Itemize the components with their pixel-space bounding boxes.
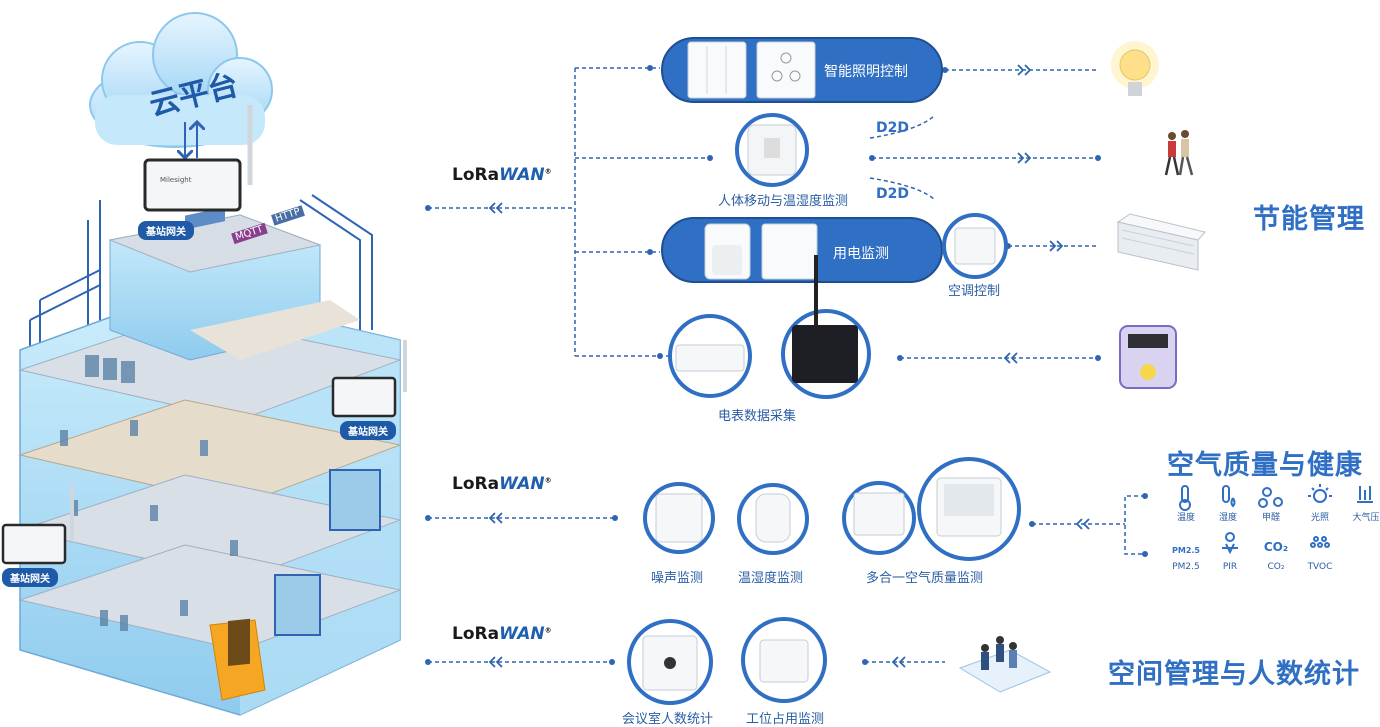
air-label-temperature: 温度	[1176, 513, 1195, 523]
pir-icon	[1222, 532, 1238, 555]
gateway-left-label: 基站网关	[2, 568, 58, 587]
lighting-label: 智能照明控制	[824, 64, 908, 80]
people-group-icon	[958, 636, 1052, 693]
gateway-top-label: 基站网关	[138, 221, 194, 240]
air-label-pm25: PM2.5	[1172, 562, 1200, 572]
gateway-left-icon	[1, 485, 74, 565]
building-illustration: Milesight	[1, 12, 407, 716]
d2d-bottom-label: D2D	[876, 186, 909, 202]
motion-node	[735, 113, 809, 187]
lorawan-logo-space: LoRaWAN®	[452, 624, 552, 644]
air-label-pir: PIR	[1222, 562, 1238, 572]
lorawan-logo-energy: LoRaWAN®	[452, 165, 552, 185]
lightbulb-icon	[1111, 41, 1159, 96]
air-parameter-icons	[1179, 484, 1373, 555]
formaldehyde-icon	[1258, 487, 1283, 508]
air-label-co2: CO₂	[1267, 562, 1285, 572]
lighting-node	[661, 37, 943, 103]
multi-air-label: 多合一空气质量监测	[866, 571, 984, 586]
co2-icon: CO₂	[1263, 540, 1289, 554]
light-icon	[1308, 484, 1332, 503]
pressure-icon	[1357, 486, 1373, 503]
desk-label: 工位占用监测	[746, 712, 825, 727]
section-space-title: 空间管理与人数统计	[1108, 659, 1360, 690]
electric-meter-icon	[1119, 325, 1177, 389]
air-label-pressure: 大气压	[1352, 513, 1380, 523]
space-nodes	[627, 617, 827, 705]
motion-label: 人体移动与温湿度监测	[718, 194, 849, 209]
meter-node	[668, 255, 871, 399]
people-walking-icon	[1164, 130, 1194, 176]
air-label-tvoc: TVOC	[1307, 562, 1333, 572]
humidity-icon	[1222, 485, 1236, 508]
power-label: 用电监测	[833, 246, 889, 262]
pm25-icon: PM2.5	[1172, 546, 1200, 555]
flow-arrows	[488, 64, 1090, 668]
cloud-icon	[89, 12, 273, 148]
air-label-formaldehyde: 甲醛	[1261, 513, 1280, 523]
air-nodes	[643, 457, 1021, 561]
svg-text:Milesight: Milesight	[160, 176, 192, 184]
ac-node	[942, 213, 1008, 279]
line-dots	[425, 65, 1148, 665]
gateway-top-icon: Milesight	[143, 105, 253, 212]
temp-humidity-label: 温湿度监测	[738, 571, 804, 586]
lorawan-logo-air: LoRaWAN®	[452, 474, 552, 494]
meeting-room-label: 会议室人数统计	[622, 712, 714, 727]
air-label-light: 光照	[1310, 513, 1329, 523]
power-node	[661, 217, 943, 283]
section-air-title: 空气质量与健康	[1167, 450, 1363, 481]
air-conditioner-icon	[1116, 213, 1206, 271]
d2d-top-label: D2D	[876, 120, 909, 136]
tvoc-icon	[1310, 536, 1330, 548]
ac-label: 空调控制	[948, 284, 1001, 299]
gateway-right-icon	[331, 340, 407, 418]
noise-label: 噪声监测	[651, 571, 704, 586]
gateway-right-label: 基站网关	[340, 421, 396, 440]
thermometer-icon	[1179, 485, 1191, 511]
air-label-humidity: 湿度	[1218, 513, 1237, 523]
section-energy-title: 节能管理	[1253, 204, 1365, 235]
connection-lines	[428, 67, 1145, 663]
meter-label: 电表数据采集	[718, 409, 797, 424]
